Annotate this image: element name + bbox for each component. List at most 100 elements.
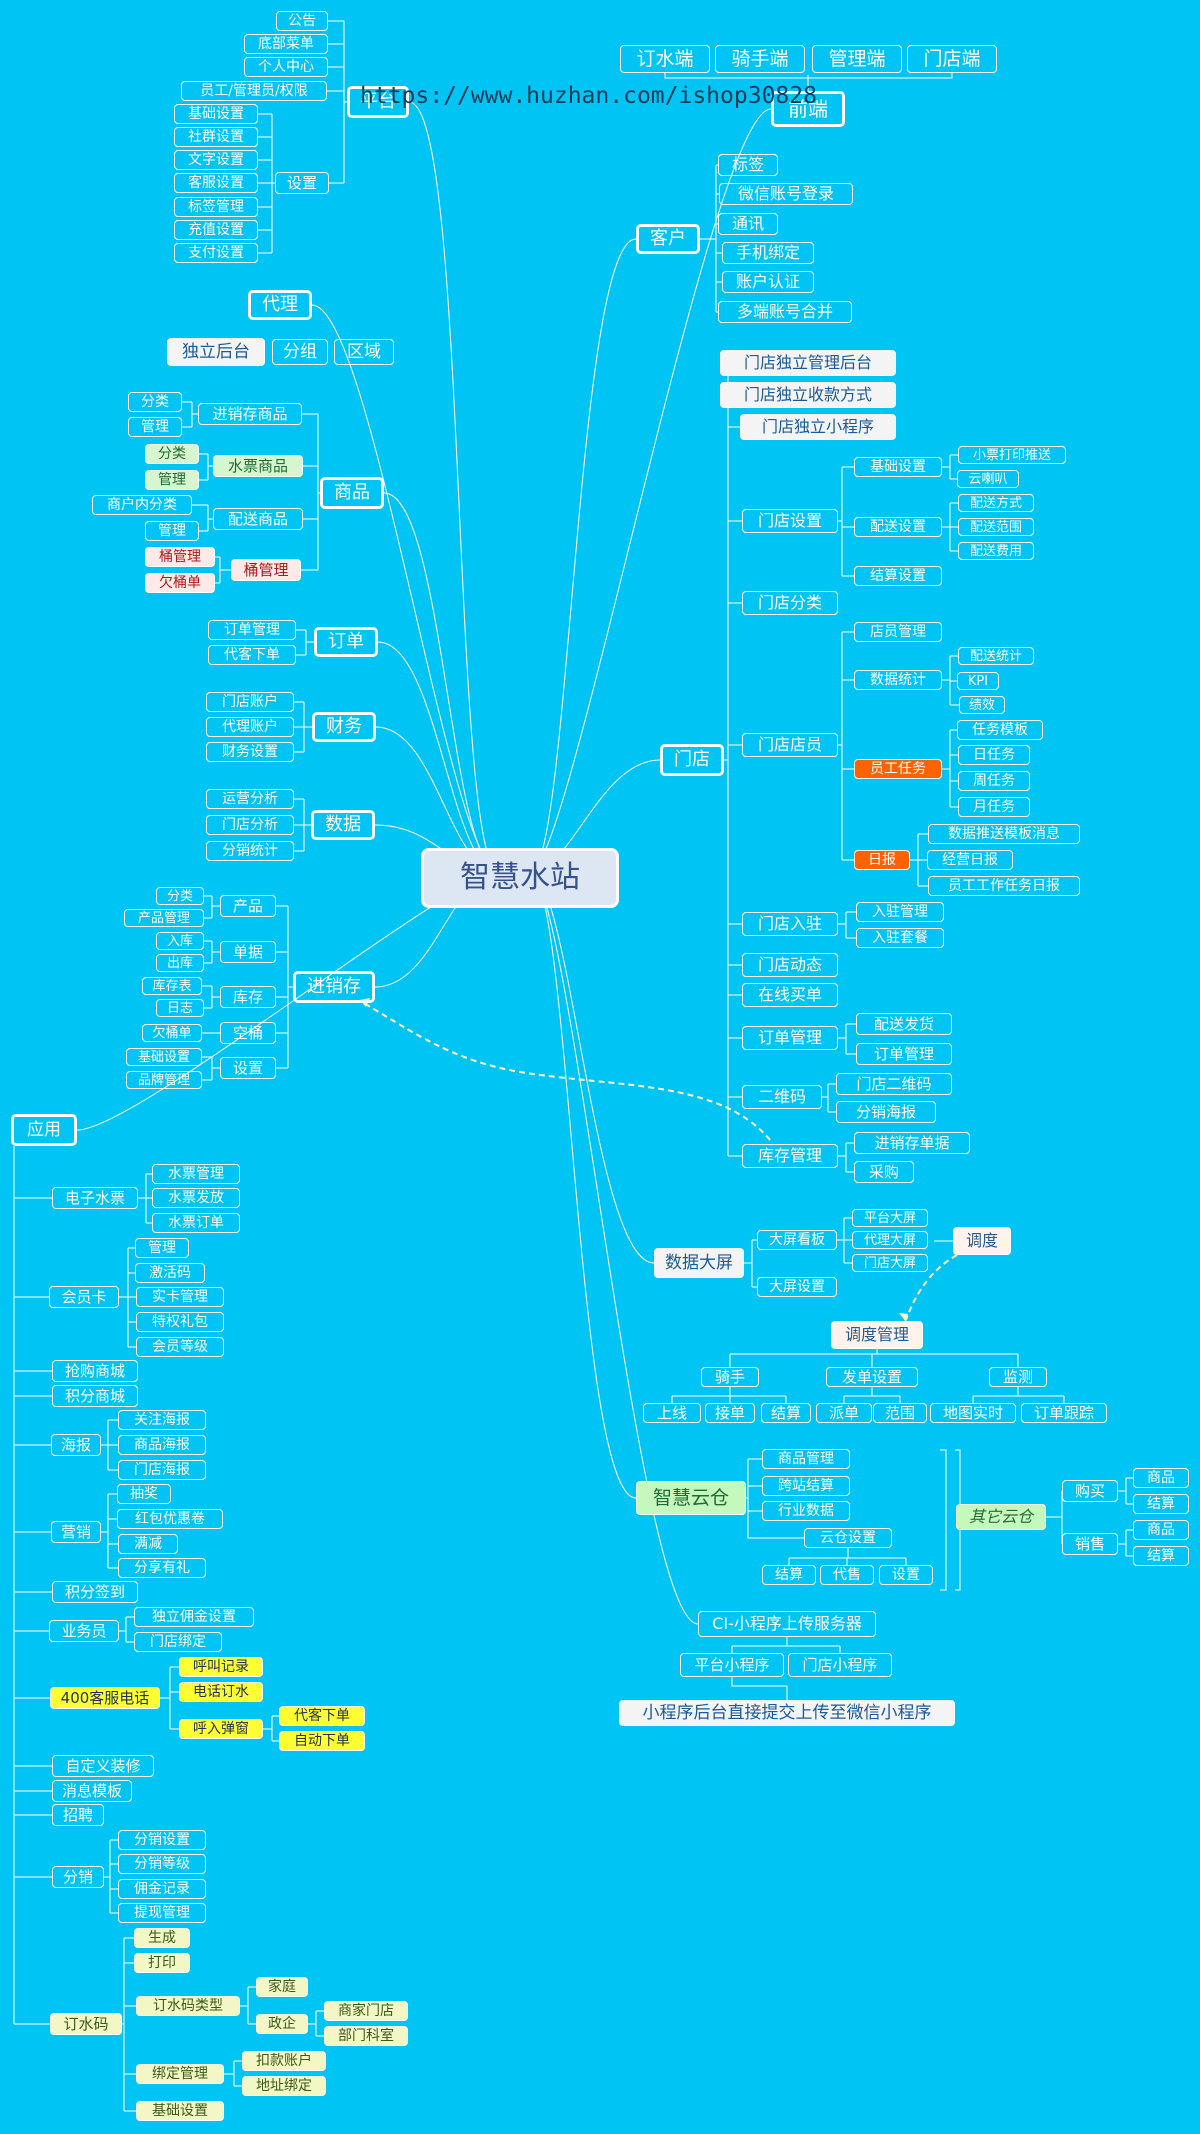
connector-8 (529, 108, 772, 874)
node-fenxiaoshezhi: 分销设置 (118, 1830, 206, 1850)
node-shuipiaoshangpin: 水票商品 (213, 455, 303, 477)
root-node: 智慧水站 (421, 848, 619, 908)
node-mendianfenlei: 门店分类 (742, 591, 838, 615)
node-dingshuiduan: 订水端 (620, 45, 710, 73)
node-xs_shangpin: 商品 (1133, 1520, 1189, 1540)
node-chongzhishezhi: 充值设置 (174, 220, 258, 240)
node-mendianbangding: 门店绑定 (134, 1632, 222, 1652)
node-mendianshezhi: 门店设置 (742, 509, 838, 533)
node-rirenwu: 日任务 (958, 745, 1030, 765)
node-zhourenwu: 周任务 (958, 771, 1030, 791)
connector-9 (529, 238, 637, 874)
node-hongbao: 红包优惠卷 (117, 1509, 223, 1529)
node-shuipiaodingdan: 水票订单 (152, 1213, 240, 1233)
node-caigou: 采购 (854, 1161, 914, 1183)
connector-254 (671, 1387, 787, 1403)
node-mendianduan: 门店端 (907, 45, 997, 73)
node-jxc_shezhi: 设置 (220, 1057, 276, 1079)
node-jxcdanju: 进销存单据 (854, 1132, 970, 1154)
node-kefushezhi: 客服设置 (174, 173, 258, 193)
connector-278 (731, 1637, 841, 1653)
node-peisongfanwei: 配送范围 (958, 518, 1034, 536)
node-jiedan: 接单 (705, 1403, 755, 1423)
node-xiaopiao: 小票打印推送 (958, 446, 1066, 464)
node-jichushezhi: 基础设置 (174, 104, 258, 124)
node-jinxiaocun: 进销存 (293, 971, 375, 1003)
node-daishou: 代售 (820, 1565, 874, 1585)
node-renwumoban: 任务模板 (957, 720, 1043, 740)
node-fenxiaotongji: 分销统计 (206, 841, 294, 861)
node-bumenkeshi: 部门科室 (324, 2026, 408, 2046)
dashed-connector (361, 1001, 771, 1141)
node-dizhibangding: 地址绑定 (242, 2076, 326, 2096)
node-shujudaping: 数据大屏 (654, 1248, 744, 1278)
connector-3 (377, 641, 501, 874)
node-dianhuadingshui: 电话订水 (179, 1682, 263, 1702)
node-ruku: 入库 (156, 932, 204, 950)
connector-256 (972, 1387, 1065, 1403)
node-yongjinjilu: 佣金记录 (118, 1879, 206, 1899)
node-dapingkanban: 大屏看板 (757, 1230, 837, 1250)
node-dingshuima: 订水码 (50, 2013, 122, 2035)
connector-1 (311, 304, 501, 874)
node-dianyuanguanli: 店员管理 (854, 622, 942, 642)
node-yewuyuan: 业务员 (49, 1620, 119, 1642)
node-kuazhanjiesuan: 跨站结算 (762, 1476, 850, 1496)
node-tongguanli2: 桶管理 (231, 559, 301, 581)
node-wenzishezhi: 文字设置 (174, 150, 258, 170)
connector-13 (529, 872, 699, 1625)
node-qianggou: 抢购商城 (52, 1360, 138, 1382)
node-yuerenwu: 月任务 (958, 797, 1030, 817)
dashed-connector (905, 1254, 958, 1321)
node-dapingshezhi: 大屏设置 (757, 1277, 837, 1297)
node-kucun: 库存 (220, 986, 276, 1008)
node-guanzhuhaibao: 关注海报 (118, 1410, 206, 1430)
node-biaoqian: 标签 (718, 154, 778, 176)
node-shanghuneifenlei: 商户内分类 (92, 495, 192, 515)
node-jiesuanshezhi: 结算设置 (854, 566, 942, 586)
connector-255 (843, 1387, 901, 1403)
node-ruzhuguanli: 入驻管理 (856, 902, 944, 922)
node-zidongxiadan: 自动下单 (279, 1731, 365, 1751)
node-haibao: 海报 (51, 1434, 101, 1456)
connector-264 (940, 1449, 947, 1591)
node-zhaopin: 招聘 (52, 1804, 104, 1826)
node-mendianerweima: 门店二维码 (836, 1073, 952, 1095)
node-kehu: 客户 (636, 224, 700, 254)
node-fenlei1: 分类 (128, 392, 182, 412)
node-yingyong: 应用 (11, 1114, 77, 1146)
connector-168 (664, 73, 953, 91)
node-koukuanzhanghu: 扣款账户 (242, 2051, 326, 2071)
node-shujutuisong: 数据推送模板消息 (928, 824, 1080, 844)
node-md_dulihoutai: 门店独立管理后台 (720, 350, 896, 376)
connector-2 (383, 492, 501, 874)
node-dingdangenzong: 订单跟踪 (1021, 1403, 1107, 1423)
node-shangpinhaibao: 商品海报 (118, 1435, 206, 1455)
node-yc_shangpinguanli: 商品管理 (762, 1449, 850, 1469)
node-qiantongdan2: 欠桶单 (142, 1024, 202, 1042)
node-yuncang: 智慧云仓 (636, 1481, 746, 1515)
node-pinpai: 品牌管理 (126, 1071, 202, 1089)
node-weixindenglu: 微信账号登录 (719, 183, 853, 205)
node-mendiandaping: 门店大屏 (852, 1254, 928, 1272)
node-cp_fenlei: 分类 (156, 887, 204, 905)
node-rizhi: 日志 (156, 999, 204, 1017)
node-yuangongrenwu: 员工任务 (854, 759, 942, 779)
connector-253 (729, 1349, 1019, 1367)
node-manjian: 满减 (118, 1534, 178, 1554)
node-jifenshangcheng: 积分商城 (52, 1385, 138, 1407)
node-peisongfangshi: 配送方式 (958, 494, 1034, 512)
node-dingdanguanli: 订单管理 (208, 620, 296, 640)
node-choujiang: 抽奖 (117, 1484, 171, 1504)
node-hurutanchuang: 呼入弹窗 (179, 1719, 263, 1739)
node-gerenzhongxin: 个人中心 (244, 57, 328, 77)
node-caiwushezhi: 财务设置 (206, 742, 294, 762)
node-hangyeshuju: 行业数据 (762, 1501, 850, 1521)
node-ribao: 日报 (854, 850, 910, 870)
node-yingxiao: 营销 (51, 1521, 101, 1543)
node-shuipiaoguanli: 水票管理 (152, 1164, 240, 1184)
node-cp_guanli: 产品管理 (124, 909, 204, 927)
node-mendianzhanghu: 门店账户 (206, 692, 294, 712)
node-mendiandongtai: 门店动态 (742, 953, 838, 977)
